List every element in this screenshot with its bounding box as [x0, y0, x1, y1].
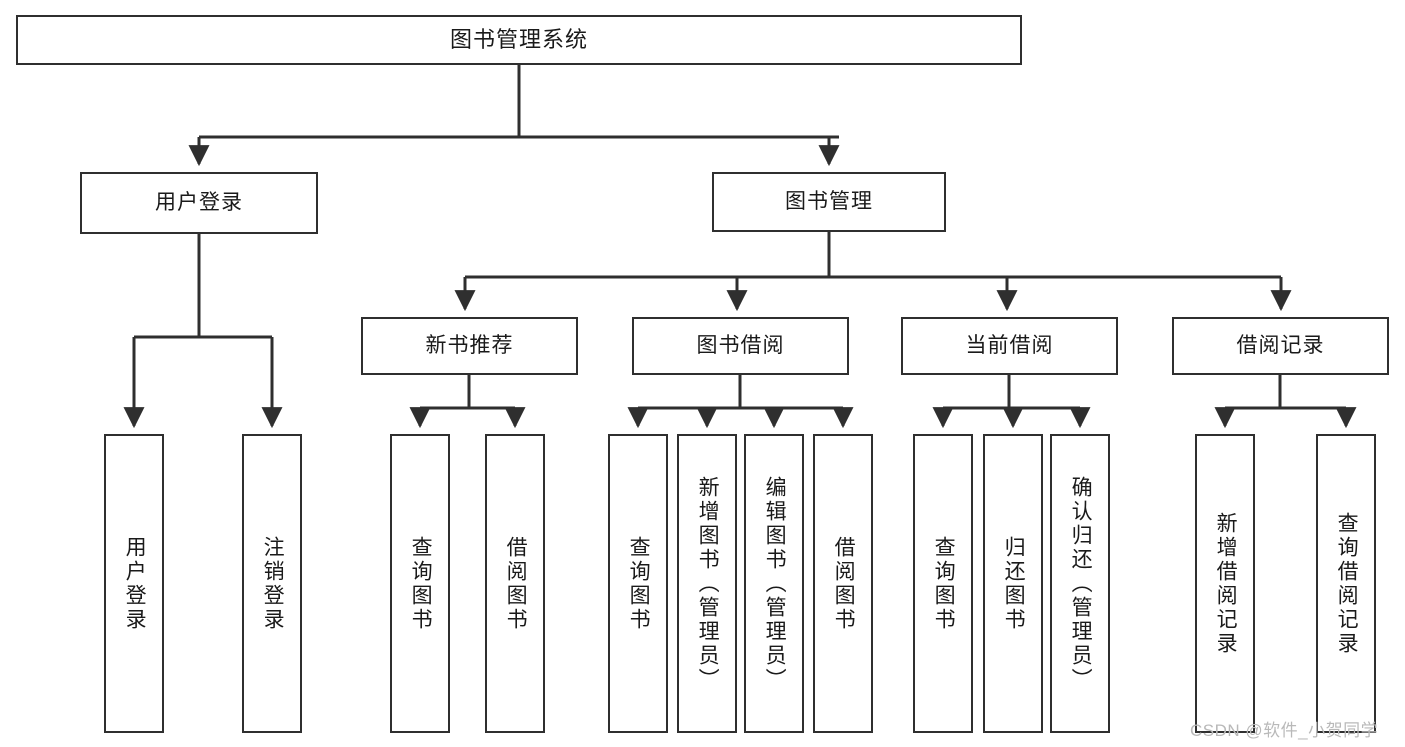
leaf-label: 查询图书 — [627, 535, 651, 632]
leaf-label: 借阅图书 — [504, 535, 528, 632]
csdn-watermark: CSDN @软件_小贺同学 — [1190, 721, 1379, 740]
node-root-system[interactable]: 图书管理系统 — [16, 15, 1022, 65]
leaf-borrow-book-1[interactable]: 借阅图书 — [485, 434, 545, 733]
leaf-label: 新增借阅记录 — [1214, 511, 1238, 656]
leaf-query-book-2[interactable]: 查询图书 — [608, 434, 668, 733]
node-user-login[interactable]: 用户登录 — [80, 172, 318, 234]
leaf-add-record[interactable]: 新增借阅记录 — [1195, 434, 1255, 733]
leaf-label: 归还图书 — [1002, 535, 1026, 632]
node-borrow-record[interactable]: 借阅记录 — [1172, 317, 1389, 375]
leaf-label: 注销登录 — [261, 535, 285, 632]
leaf-user-login[interactable]: 用户登录 — [104, 434, 164, 733]
leaf-query-book-3[interactable]: 查询图书 — [913, 434, 973, 733]
leaf-label: 用户登录 — [123, 535, 147, 632]
leaf-logout[interactable]: 注销登录 — [242, 434, 302, 733]
leaf-label: 查询图书 — [409, 535, 433, 632]
leaf-label: 确认归还（管理员） — [1069, 475, 1093, 692]
leaf-label: 编辑图书（管理员） — [763, 475, 787, 692]
node-book-management[interactable]: 图书管理 — [712, 172, 946, 232]
leaf-borrow-book-2[interactable]: 借阅图书 — [813, 434, 873, 733]
leaf-edit-book[interactable]: 编辑图书（管理员） — [744, 434, 804, 733]
leaf-label: 查询图书 — [932, 535, 956, 632]
leaf-label: 查询借阅记录 — [1335, 511, 1359, 656]
node-new-book-recommend[interactable]: 新书推荐 — [361, 317, 578, 375]
leaf-label: 新增图书（管理员） — [696, 475, 720, 692]
node-book-borrow[interactable]: 图书借阅 — [632, 317, 849, 375]
leaf-label: 借阅图书 — [832, 535, 856, 632]
leaf-confirm-return[interactable]: 确认归还（管理员） — [1050, 434, 1110, 733]
leaf-query-record[interactable]: 查询借阅记录 — [1316, 434, 1376, 733]
leaf-add-book[interactable]: 新增图书（管理员） — [677, 434, 737, 733]
leaf-return-book[interactable]: 归还图书 — [983, 434, 1043, 733]
leaf-query-book-1[interactable]: 查询图书 — [390, 434, 450, 733]
node-current-borrow[interactable]: 当前借阅 — [901, 317, 1118, 375]
